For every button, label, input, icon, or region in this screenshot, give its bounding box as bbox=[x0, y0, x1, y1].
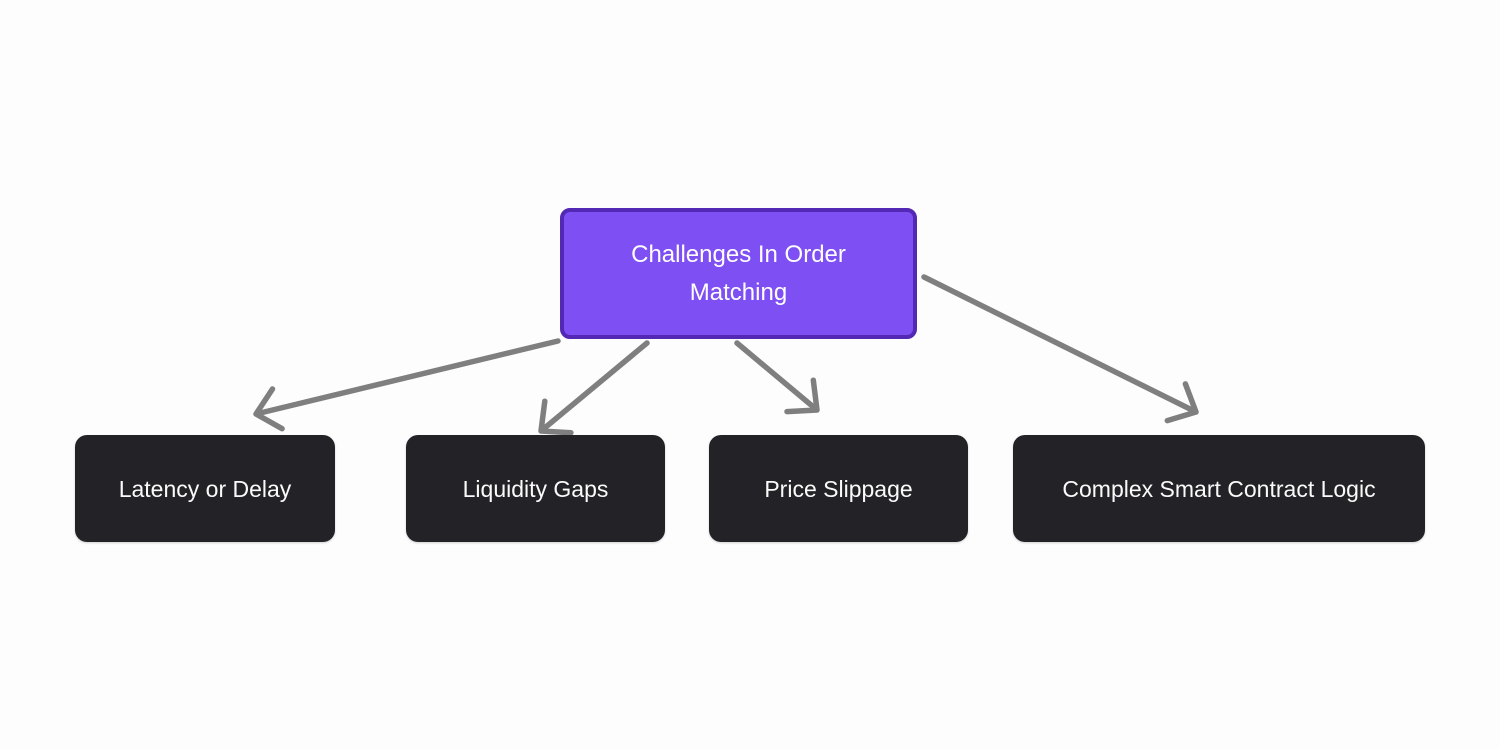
arrow-root-to-liquidity bbox=[538, 340, 650, 436]
node-price-slippage[interactable]: Price Slippage bbox=[709, 435, 968, 542]
arrow-root-to-slippage bbox=[734, 340, 820, 415]
node-label: Price Slippage bbox=[764, 475, 913, 502]
node-label: Liquidity Gaps bbox=[462, 475, 609, 502]
arrow-root-to-contract bbox=[921, 274, 1199, 424]
node-label: Complex Smart Contract Logic bbox=[1062, 475, 1376, 502]
arrow-root-to-latency bbox=[253, 338, 561, 432]
node-label: Latency or Delay bbox=[118, 475, 292, 502]
node-liquidity-gaps[interactable]: Liquidity Gaps bbox=[406, 435, 665, 542]
node-root-label: Challenges In Order Matching bbox=[631, 240, 846, 306]
node-latency-or-delay[interactable]: Latency or Delay bbox=[75, 435, 335, 542]
node-root-challenges[interactable]: Challenges In Order Matching bbox=[560, 208, 917, 339]
node-complex-smart-contract-logic[interactable]: Complex Smart Contract Logic bbox=[1013, 435, 1425, 542]
